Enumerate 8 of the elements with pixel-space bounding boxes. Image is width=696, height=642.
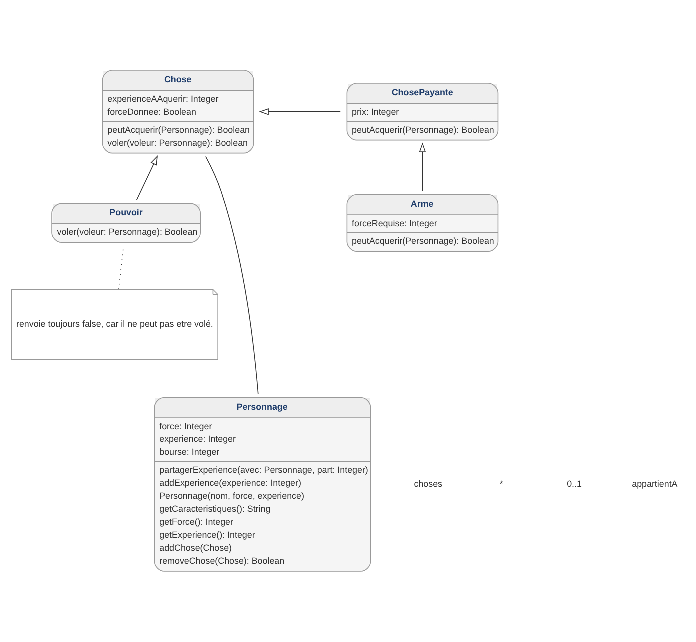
label: appartientA bbox=[632, 478, 678, 489]
arrow bbox=[419, 142, 426, 192]
label: 0..1 bbox=[567, 478, 582, 489]
arrow bbox=[136, 156, 158, 201]
arrow bbox=[259, 108, 341, 116]
label: * bbox=[500, 478, 504, 489]
label: choses bbox=[414, 478, 443, 489]
connector bbox=[205, 156, 259, 395]
